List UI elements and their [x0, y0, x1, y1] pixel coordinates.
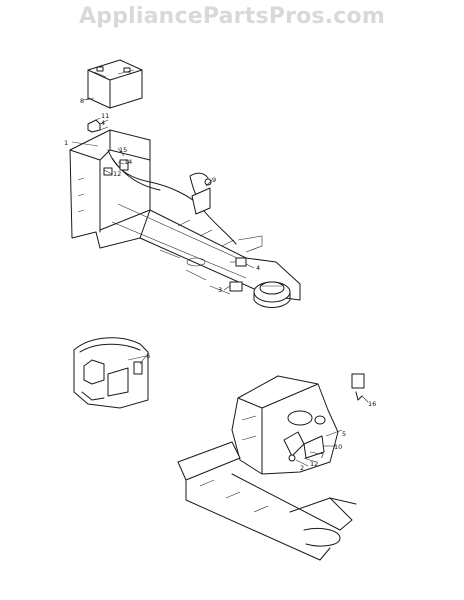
callout-3: 3	[218, 286, 222, 294]
callout-5: 5	[342, 430, 346, 438]
watermark-logo-text: AppliancePartsPros.com	[79, 4, 385, 29]
callout-4-lower: 4	[256, 264, 260, 272]
engine-assembly	[73, 337, 149, 409]
callout-1: 1	[64, 139, 68, 147]
callout-10: 10	[334, 443, 342, 451]
switch-bracket	[189, 172, 212, 215]
callout-11: 11	[101, 112, 109, 120]
callout-6: 6	[146, 352, 150, 360]
callout-8: 8	[80, 97, 84, 105]
callout-labels: 8 11 4 1 15 14 12 9 4 3 6 16 5 10 7 12 2	[64, 97, 376, 472]
callout-16: 16	[368, 400, 376, 408]
battery-part	[83, 59, 143, 109]
chassis-frame	[69, 129, 301, 301]
lower-frame	[177, 441, 357, 561]
callout-7: 7	[320, 452, 324, 460]
callout-12-lower: 12	[310, 460, 318, 468]
callout-14: 14	[124, 158, 132, 166]
starter-solenoid	[229, 281, 291, 308]
callout-9: 9	[212, 176, 216, 184]
harness-connector	[230, 257, 247, 267]
callout-15: 15	[119, 146, 127, 154]
leader-lines	[71, 97, 369, 467]
callout-2: 2	[300, 464, 304, 472]
callout-4: 4	[101, 119, 105, 127]
ignition-key	[351, 373, 365, 401]
callout-12: 12	[113, 170, 121, 178]
dash-panel-assembly	[231, 375, 339, 475]
